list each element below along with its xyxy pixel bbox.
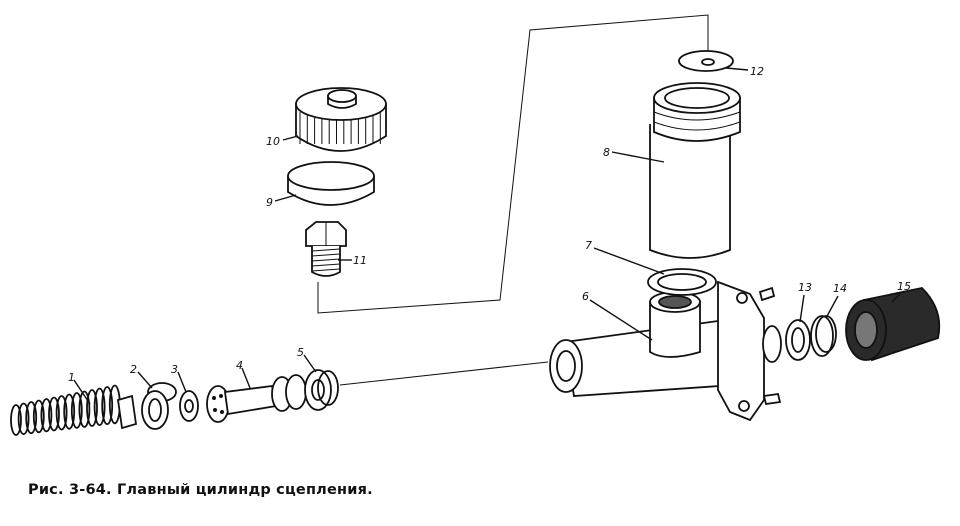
label-13: 13 <box>798 281 812 294</box>
leader-13 <box>799 294 805 323</box>
part-retaining-ring <box>810 315 837 357</box>
figure-caption: Рис. 3-64. Главный цилиндр сцепления. <box>28 482 373 498</box>
part-ring <box>785 319 811 361</box>
leader-5 <box>303 354 317 373</box>
leader-15 <box>891 293 901 303</box>
guide-line-lower <box>339 361 549 386</box>
label-6: 6 <box>582 290 589 303</box>
label-11: 11 <box>353 254 367 267</box>
label-14: 14 <box>833 282 847 295</box>
label-9: 9 <box>266 196 273 209</box>
part-spring <box>10 384 138 436</box>
label-10: 10 <box>266 135 280 148</box>
label-3: 3 <box>171 363 178 376</box>
label-8: 8 <box>603 146 610 159</box>
part-protective-boot <box>845 287 941 362</box>
part-piston <box>206 374 307 423</box>
label-7: 7 <box>585 239 592 252</box>
label-4: 4 <box>236 359 243 372</box>
leader-1 <box>73 379 91 405</box>
leader-14 <box>825 295 839 319</box>
guide-line-upper <box>317 14 709 314</box>
part-cylinder-body <box>549 280 782 422</box>
label-5: 5 <box>297 346 304 359</box>
part-float <box>287 161 375 206</box>
part-reservoir <box>649 82 741 259</box>
part-filler-cap <box>295 87 387 152</box>
leader-9 <box>274 194 297 202</box>
label-12: 12 <box>750 65 764 78</box>
leader-7 <box>593 247 665 275</box>
leader-2 <box>137 371 153 389</box>
part-cup-seal <box>304 369 339 411</box>
leader-4 <box>241 367 251 389</box>
leader-10 <box>282 135 299 141</box>
part-bolt <box>305 221 347 277</box>
label-15: 15 <box>897 280 911 293</box>
label-2: 2 <box>130 363 137 376</box>
part-washer <box>179 390 199 422</box>
leader-6 <box>589 299 653 341</box>
part-gasket <box>647 268 717 296</box>
part-seal-ring <box>141 382 177 430</box>
leader-3 <box>177 371 187 393</box>
leader-12 <box>725 67 749 71</box>
label-1: 1 <box>68 371 75 384</box>
leader-8 <box>611 151 665 163</box>
part-reservoir-disk <box>678 50 734 72</box>
